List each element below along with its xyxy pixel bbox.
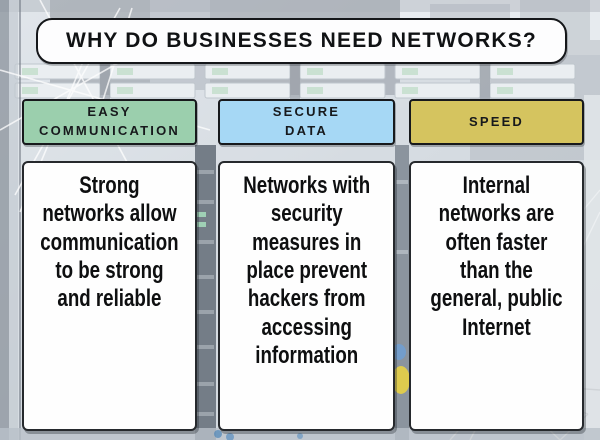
card-easy-communication: Strong networks allow communication to b…	[22, 161, 197, 431]
card-body-text: Strong networks allow communication to b…	[40, 172, 179, 313]
header-badge-speed: SPEED	[409, 99, 584, 145]
header-badge-secure-data: SECURE DATA	[218, 99, 395, 145]
card-speed: Internal networks are often faster than …	[409, 161, 584, 431]
card-body-text: Networks with security measures in place…	[243, 172, 370, 369]
header-badge-easy-communication: EASY COMMUNICATION	[22, 99, 197, 145]
header-label: SPEED	[468, 113, 525, 129]
card-secure-data: Networks with security measures in place…	[218, 161, 395, 431]
title-banner: WHY DO BUSINESSES NEED NETWORKS?	[36, 18, 567, 64]
card-body-text: Internal networks are often faster than …	[430, 172, 563, 341]
header-label: SECURE DATA	[272, 104, 341, 138]
header-label: EASY COMMUNICATION	[38, 104, 180, 138]
page-title: WHY DO BUSINESSES NEED NETWORKS?	[66, 29, 537, 52]
